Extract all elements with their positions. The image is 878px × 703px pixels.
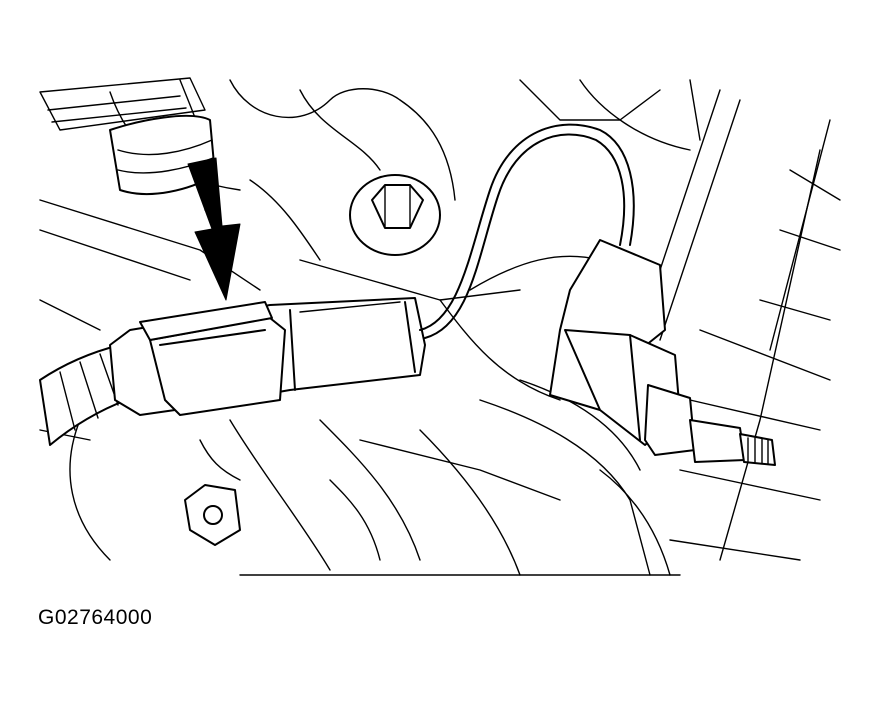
background-structure — [39, 77, 841, 576]
sensor-lead-wire — [419, 123, 635, 339]
electrical-connector — [109, 297, 426, 416]
mounting-bolt — [349, 174, 441, 256]
lower-bracket — [184, 439, 241, 546]
sensor-body — [549, 239, 776, 466]
figure-code: G02764000 — [38, 606, 153, 629]
down-arrow-icon — [187, 157, 241, 301]
